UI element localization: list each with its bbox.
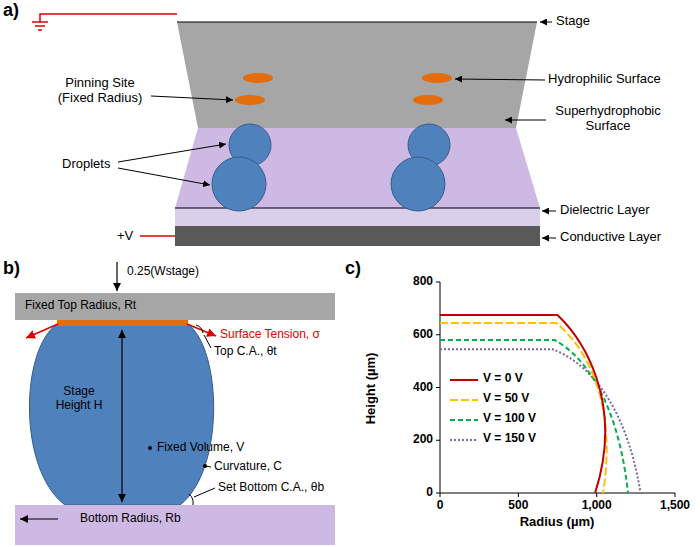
profile-curve [440,349,641,493]
legend-sample-line [450,419,478,421]
tick-label: 1,000 [582,499,612,513]
angle-arc [196,325,203,333]
part-name: Hydrophilic Surface [548,72,661,87]
axis-title: Radius (µm) [520,515,595,530]
plate-label: Bottom Radius, Rb [80,512,339,526]
conductive-layer [175,226,540,246]
leader-arrow [151,96,233,100]
pinning-site [235,95,265,105]
profile-curve [440,323,607,493]
legend-sample-line [450,379,478,381]
droplet [29,324,213,505]
load-arrow [116,262,117,291]
tick-label: 400 [413,381,433,395]
plate-label: Fixed Top Radius, Rt [25,299,339,313]
panel-letter: b) [3,258,20,279]
part-name: Stage [556,14,590,29]
axis-title: Height (µm) [365,352,380,424]
dielectric-layer [175,208,540,226]
substrate-plate: Bottom Radius, Rb [15,505,339,545]
legend-text: V = 0 V [483,372,523,386]
pinning-site [422,73,452,83]
leader-arrow [542,238,556,239]
legend-sample-line [450,399,478,401]
leader-arrow [118,144,226,162]
tick-label: 800 [413,275,433,289]
legend-sample [450,395,478,405]
pinning-site [243,73,273,83]
tick-label: 0 [426,486,433,500]
pinning-site [57,320,188,326]
part-name: Droplets [62,157,110,172]
panel-letter: a) [3,0,19,21]
ground-wire [40,14,177,22]
legend-text: V = 100 V [483,412,536,426]
legend-sample [450,415,478,425]
part-name: Superhydrophobic Surface [548,104,668,134]
load-label: 0.25(Wstage) [127,265,199,279]
angle-label: Top C.A., θt [214,345,277,359]
legend-sample-line [450,439,478,441]
radius-arrow [20,518,58,519]
legend-sample [450,435,478,445]
tick-label: 200 [413,433,433,447]
tension-arrow [187,324,216,336]
legend-text: V = 50 V [483,392,529,406]
ground-symbol [35,25,45,27]
part-name: Dielectric Layer [560,203,650,218]
voltage-wire [140,235,175,237]
property-label: Fixed Volume, V [157,441,244,455]
leader-line [205,466,211,467]
axis-ticks [440,493,675,497]
stage-plate: Fixed Top Radius, Rt [15,293,339,320]
angle-arc [189,494,193,505]
leader-arrow [455,79,545,80]
stage-plate [177,22,537,128]
voltage-label: +V [117,229,133,244]
part-name: Conductive Layer [560,230,661,245]
panel-letter: c) [345,258,361,279]
leader-line [204,335,211,348]
droplet [212,157,266,211]
droplet [391,157,445,211]
leader-line [194,488,215,497]
profile-curve [440,315,605,493]
dimension-label: Stage Height H [55,385,103,413]
force-label: Surface Tension, σ [220,328,320,342]
ground-symbol [38,29,42,31]
axis-ticks [436,282,440,493]
tick-label: 500 [508,499,528,513]
leader-dot [148,446,152,450]
legend-sample [450,375,478,385]
stage-line [177,21,537,22]
tick-label: 0 [437,499,444,513]
ground-symbol [32,21,48,23]
pinning-site [413,95,443,105]
height-arrow [121,330,122,502]
leader-arrow [505,120,546,121]
tick-label: 1,500 [660,499,690,513]
angle-label: Set Bottom C.A., θb [218,481,324,495]
profile-curve [440,340,628,493]
leader-arrow [542,211,556,212]
leader-arrow [540,22,552,23]
tension-arrow [26,324,58,338]
tick-label: 600 [413,328,433,342]
legend-text: V = 150 V [483,432,536,446]
property-label: Curvature, C [214,460,282,474]
leader-arrow [118,168,210,185]
part-name: Pinning Site (Fixed Radius) [48,76,152,106]
